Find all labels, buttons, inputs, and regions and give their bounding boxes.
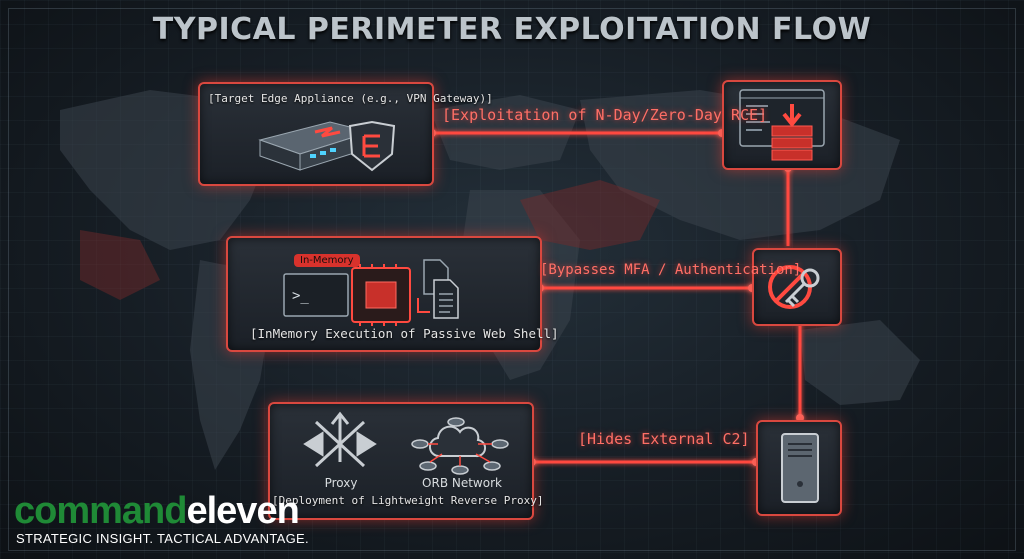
- edge-label-hides-c2: [Hides External C2]: [578, 430, 750, 448]
- node-c2-server: [756, 420, 842, 516]
- brand-logo: commandeleven: [14, 490, 300, 532]
- vpn-gateway-shield-icon: [258, 120, 396, 172]
- proxy-arrows-network-icon: [303, 411, 509, 475]
- node-web-shell: In-Memory >_ [InMemory Execution of Pass…: [226, 236, 559, 352]
- edge-appliance-label: [Target Edge Appliance (e.g., VPN Gatewa…: [208, 92, 493, 105]
- no-key-icon: [768, 265, 820, 309]
- reverse-proxy-label: [Deployment of Lightweight Reverse Proxy…: [272, 494, 544, 507]
- node-reverse-proxy: Proxy ORB Network [Deployment of Lightwe…: [268, 402, 544, 520]
- edge-label-bypass: [Bypasses MFA / Authentication]: [540, 262, 802, 278]
- node-edge-appliance: [Target Edge Appliance (e.g., VPN Gatewa…: [198, 82, 493, 186]
- outer-frame: [8, 8, 1016, 551]
- terminal-chip-file-icon: >_: [283, 259, 459, 326]
- diagram-title: TYPICAL PERIMETER EXPLOITATION FLOW: [152, 12, 872, 47]
- server-terminal-exploit-icon: [739, 89, 825, 161]
- svg-text:>_: >_: [292, 288, 309, 304]
- node-server-exploit: [722, 80, 842, 170]
- orb-network-caption: ORB Network: [422, 476, 502, 490]
- logo-part-eleven: eleven: [186, 490, 299, 532]
- edge-label-exploitation: [Exploitation of N-Day/Zero-Day RCE]: [442, 106, 768, 124]
- in-memory-badge: In-Memory: [294, 254, 360, 267]
- web-shell-label: [InMemory Execution of Passive Web Shell…: [250, 326, 559, 341]
- logo-tagline: STRATEGIC INSIGHT. TACTICAL ADVANTAGE.: [16, 531, 309, 546]
- server-tower-icon: [781, 433, 819, 503]
- proxy-caption: Proxy: [324, 476, 358, 490]
- logo-part-command: command: [14, 490, 187, 532]
- node-mfa-bypass: [752, 248, 842, 326]
